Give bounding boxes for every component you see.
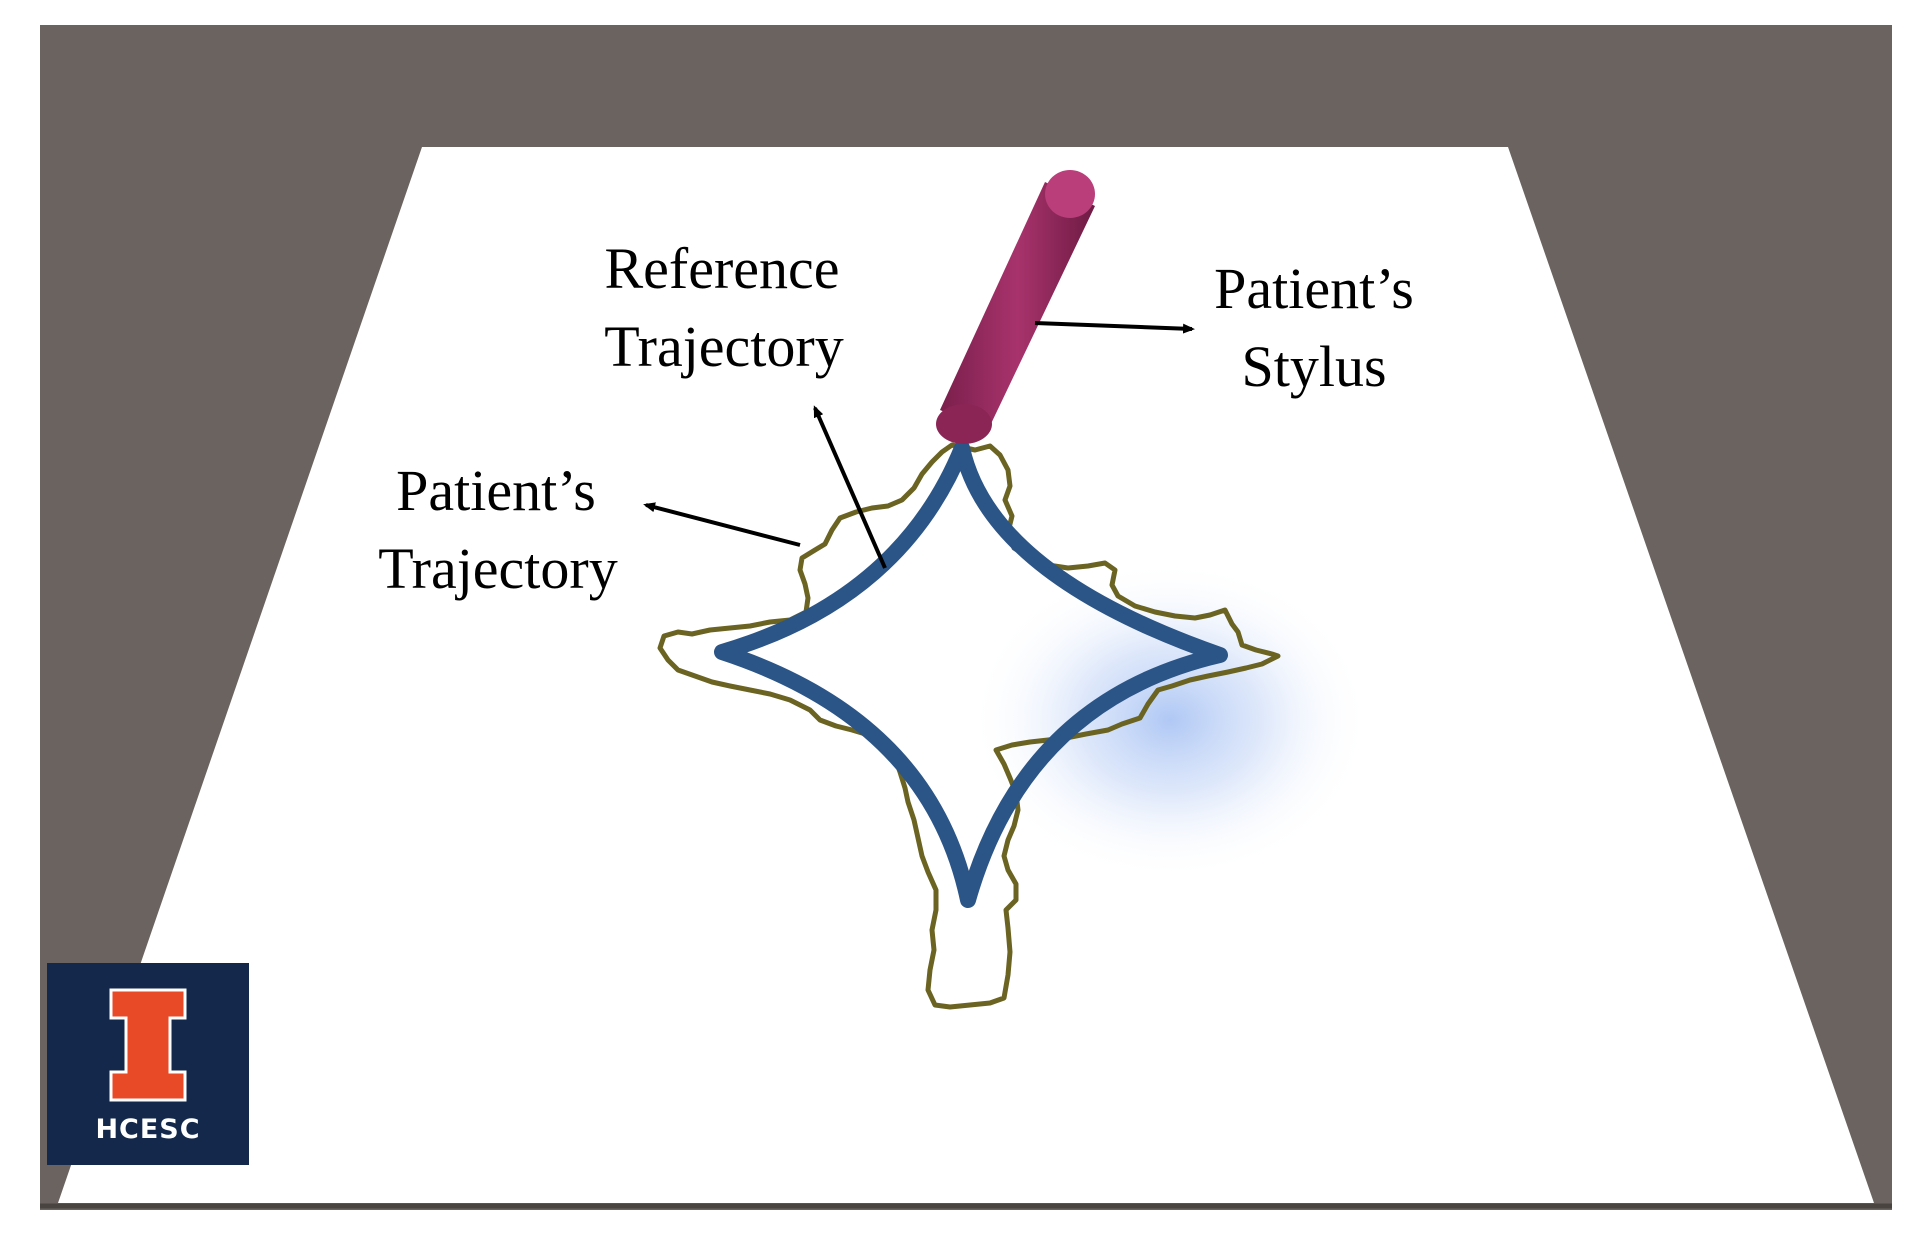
patient-trajectory-path bbox=[657, 442, 1281, 1010]
stylus bbox=[936, 170, 1095, 444]
stylus-top-cap bbox=[1045, 170, 1095, 218]
patient-trajectory-arrow bbox=[643, 502, 801, 547]
hcesc-logo: HCESC bbox=[47, 963, 249, 1165]
logo-text: HCESC bbox=[95, 1114, 200, 1145]
patient-trajectory-label-line2: Trajectory bbox=[378, 536, 617, 601]
stylus-label-line2: Stylus bbox=[1241, 334, 1386, 399]
patient-trajectory-label-line1: Patient’s bbox=[396, 458, 596, 523]
reference-label-line2: Trajectory bbox=[604, 314, 843, 379]
reference-label-line1: Reference bbox=[604, 236, 839, 301]
reference-arrow bbox=[813, 405, 887, 569]
table-surface bbox=[58, 147, 1874, 1203]
stylus-arrow bbox=[1034, 321, 1195, 334]
target-glow bbox=[970, 560, 1370, 880]
stylus-body bbox=[940, 182, 1095, 430]
illinois-i-mark bbox=[109, 988, 187, 1102]
stylus-tip bbox=[936, 404, 992, 444]
reference-trajectory-path bbox=[714, 440, 1228, 908]
stylus-label-line1: Patient’s bbox=[1214, 256, 1414, 321]
